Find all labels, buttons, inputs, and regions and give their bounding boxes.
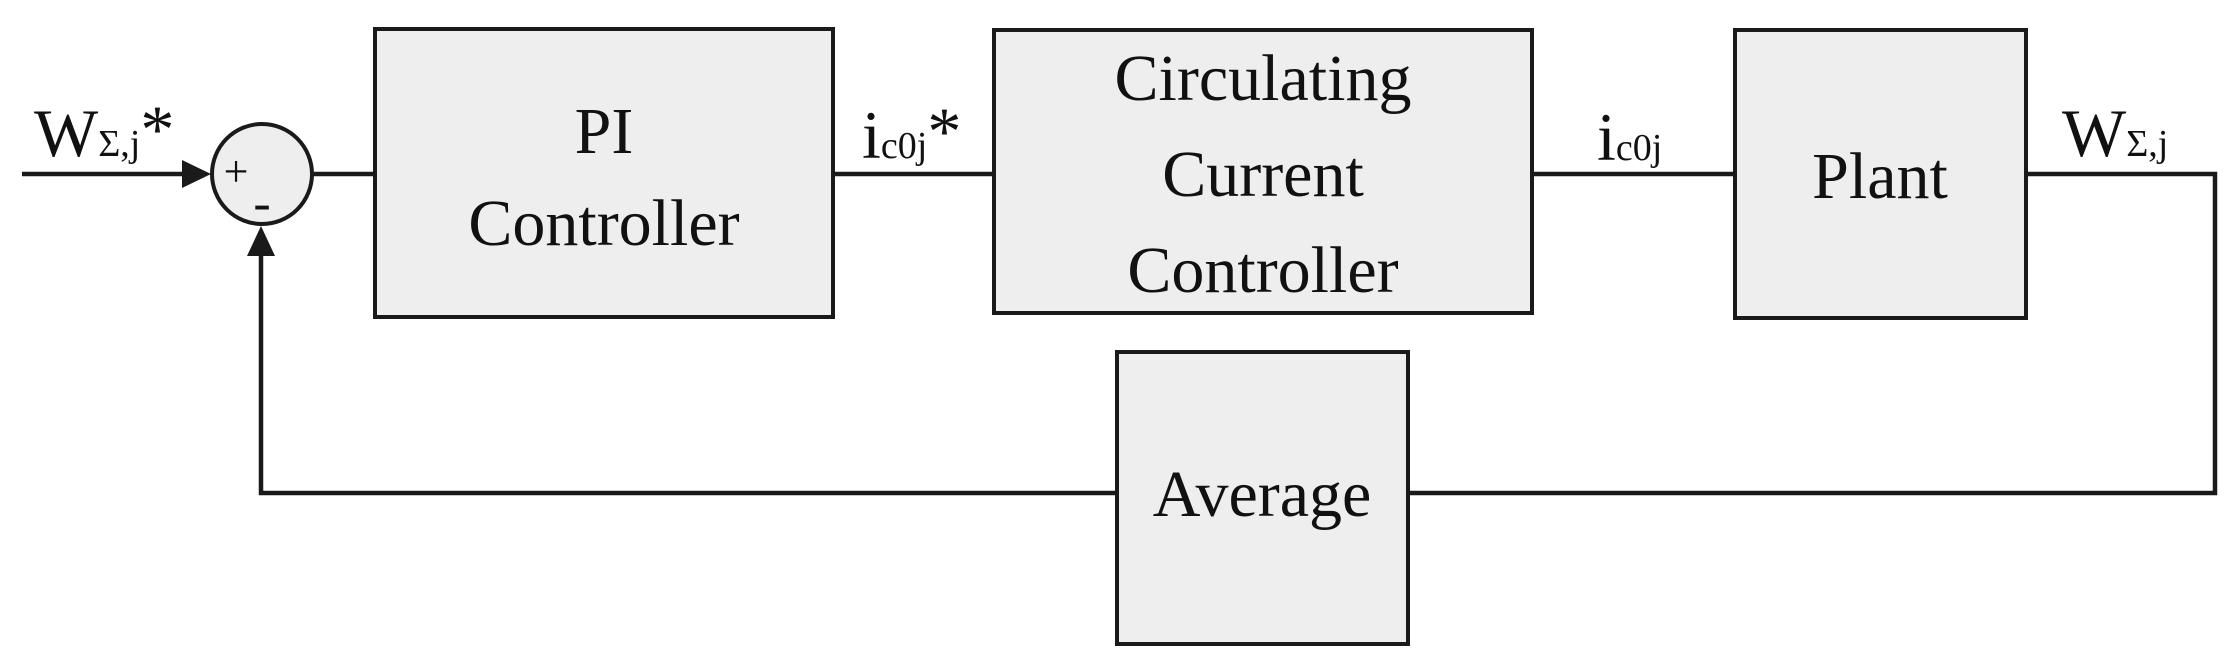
signal-ic-main: i bbox=[1597, 99, 1616, 175]
plus-sign: + bbox=[224, 147, 249, 196]
plant-box bbox=[1733, 28, 2028, 320]
signal-w-ref: WΣ,j* bbox=[34, 91, 174, 171]
pi-controller-label-line1: PI bbox=[575, 95, 634, 168]
average-box bbox=[1115, 350, 1410, 646]
signal-ic-sub: c0j bbox=[1616, 127, 1662, 169]
pi-controller-box bbox=[373, 27, 835, 319]
minus-sign: - bbox=[253, 175, 270, 232]
ccc-label-line1: Circulating bbox=[1115, 42, 1412, 115]
signal-w-ref-sub: Σ,j bbox=[98, 123, 140, 165]
signal-ic-ref-main: i bbox=[862, 97, 881, 173]
ccc-label-line3: Controller bbox=[1127, 234, 1398, 307]
circulating-current-controller-block: Circulating Current Controller bbox=[992, 28, 1534, 315]
output-wire bbox=[1408, 171, 2218, 496]
signal-ic: ic0j bbox=[1597, 99, 1662, 175]
plant-block: Plant bbox=[1733, 28, 2028, 320]
summing-junction-circle bbox=[210, 122, 314, 226]
signal-ic-ref: ic0j* bbox=[862, 93, 961, 173]
signal-w-ref-sup: * bbox=[140, 91, 174, 167]
signal-w-ref-main: W bbox=[34, 95, 99, 171]
ccc-label-line2: Current bbox=[1162, 138, 1364, 211]
circulating-current-controller-box bbox=[992, 28, 1534, 315]
average-label: Average bbox=[1153, 458, 1372, 531]
feedback-wire bbox=[258, 252, 1117, 496]
signal-w-out: WΣ,j bbox=[2062, 95, 2168, 171]
feedback-arrowhead bbox=[247, 226, 275, 256]
average-block: Average bbox=[1115, 350, 1410, 646]
signal-w-out-sub: Σ,j bbox=[2126, 123, 2168, 165]
summing-junction: + - bbox=[210, 122, 314, 232]
signal-ic-ref-sup: * bbox=[927, 93, 961, 169]
signal-ic-ref-sub: c0j bbox=[881, 125, 927, 167]
signal-w-out-main: W bbox=[2062, 95, 2127, 171]
pi-controller-label-line2: Controller bbox=[468, 187, 739, 260]
input-arrowhead bbox=[182, 160, 211, 188]
pi-controller-block: PI Controller bbox=[373, 27, 835, 319]
plant-label: Plant bbox=[1812, 140, 1948, 213]
